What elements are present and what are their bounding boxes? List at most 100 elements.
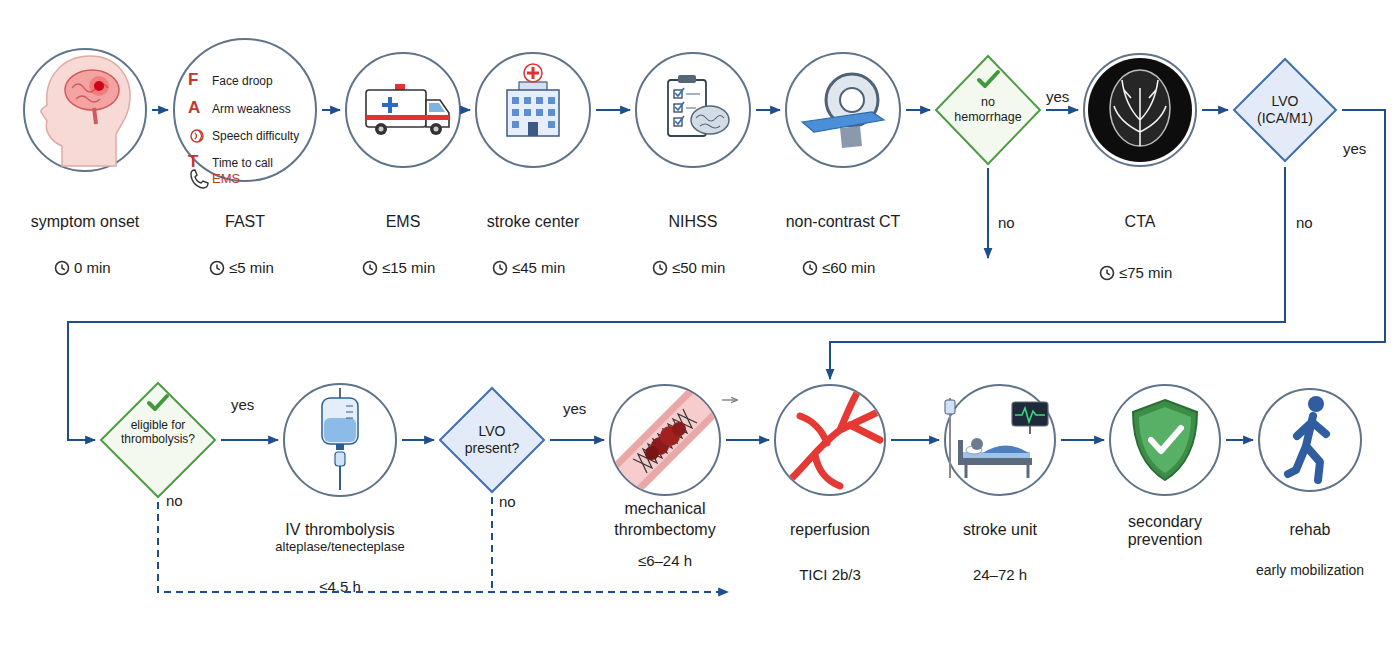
circle-outline [609,384,721,496]
node-text: EMS [318,212,488,231]
node-text: no hemorrhage [948,95,1028,125]
dashed-fallback-line [491,497,493,592]
circle-outline [345,52,461,168]
node-text: reperfusion [755,520,905,539]
flow-arrow [596,109,630,111]
diamond-outline [101,383,215,497]
step-circle: CTA≤75 min [1083,53,1197,167]
node-text: A [188,98,200,118]
circle-outline [1258,388,1362,492]
clock-icon [810,265,813,270]
node-text: TICI 2b/3 [770,566,890,584]
flow-arrow [466,109,470,111]
node-text: ≤60 min [822,259,875,277]
circle-outline [786,53,900,167]
clock-icon [217,265,220,270]
clock-icon [494,262,507,275]
branch-label: no [499,493,516,510]
clock-icon [56,262,69,275]
flow-arrow [1226,439,1253,441]
node-text: eligible for thrombolysis? [111,418,205,446]
node-text: stroke unit [925,520,1075,539]
edge-label: yes [1046,88,1069,105]
flow-arrow [152,109,168,111]
node-text: CTA [1055,212,1225,231]
circle-outline [476,53,590,167]
clock-icon [804,262,817,275]
flow-arrow [756,109,780,111]
flow-arrow [1061,439,1104,441]
clock-icon [364,262,377,275]
clock-icon [1107,270,1110,275]
flow-arrow [1046,109,1078,111]
phone-icon [191,170,208,188]
diamond-outline [1234,59,1336,161]
stray-arrow [722,400,737,401]
flow-arrow [906,109,930,111]
node-text: IV thrombolysis [245,520,435,539]
step-circle: EMS≤15 min [345,52,461,168]
clock-icon [1101,267,1114,280]
step-circle: reperfusionTICI 2b/3 [774,384,886,496]
node-text: alteplase/tenecteplase [245,539,435,555]
node-text: symptom onset [0,212,170,231]
node-text: rehab [1235,520,1385,539]
flow-arrow [891,439,939,441]
step-circle: IV thrombolysisalteplase/tenecteplase≤4.… [283,383,397,497]
clock-icon [56,262,69,275]
branch-label: no [998,214,1015,231]
branch-label: no [166,492,183,509]
node-text: stroke center [448,212,618,231]
circle-outline [636,53,750,167]
step-circle: mechanical thrombectomy≤6–24 h [609,384,721,496]
clock-icon [364,262,377,275]
step-circle: rehabearly mobilization [1258,388,1362,492]
edge-label: no [1296,214,1313,231]
flow-arrow [221,439,278,441]
circle-outline [610,385,720,495]
node-text: F [188,70,198,90]
circle-outline [1259,389,1361,491]
edge-label: yes [231,396,254,413]
edge-label: yes [1343,140,1366,157]
node-text: Arm weakness [212,102,291,116]
clock-icon [494,262,507,275]
circle-outline [635,52,751,168]
step-circle: non-contrast CT≤60 min [785,52,901,168]
decision-diamond: LVO present? [439,387,545,493]
circle-outline [1084,54,1196,166]
edge-label: yes [563,400,586,417]
node-text: early mobilization [1225,562,1395,579]
node-text: ≤5 min [229,259,274,277]
decision-diamond: eligible for thrombolysis? [100,382,216,498]
node-text: ≤15 min [382,259,435,277]
node-text: non-contrast CT [758,212,928,231]
diamond-outline [440,388,544,492]
circle-outline [1109,384,1221,496]
circle-outline [775,385,885,495]
flow-arrow [726,439,769,441]
node-text: Face droop [212,74,273,88]
circle-outline [475,52,591,168]
node-text: Time to call [212,156,273,170]
node-text: 24–72 h [940,566,1060,584]
circle-outline [944,384,1056,496]
node-text: Speech difficulty [212,129,299,143]
node-text: LVO present? [459,423,525,457]
node-text: ≤50 min [672,259,725,277]
stray-arrow [722,399,737,400]
clock-icon [62,265,65,270]
node-text: ≤75 min [1119,264,1172,282]
clock-icon [370,265,373,270]
circle-outline [284,384,396,496]
step-circle: F Face droopA Arm weaknessSpeech difficult… [173,38,317,182]
flow-arrow [402,439,434,441]
decision-diamond: no hemorrhage [935,55,1041,165]
flow-arrow [322,109,340,111]
diamond-outline [936,56,1040,164]
step-circle: stroke unit24–72 h [944,384,1056,496]
no-branch-line [988,168,989,258]
node-text: FAST [160,212,330,231]
step-circle: stroke center≤45 min [475,52,591,168]
